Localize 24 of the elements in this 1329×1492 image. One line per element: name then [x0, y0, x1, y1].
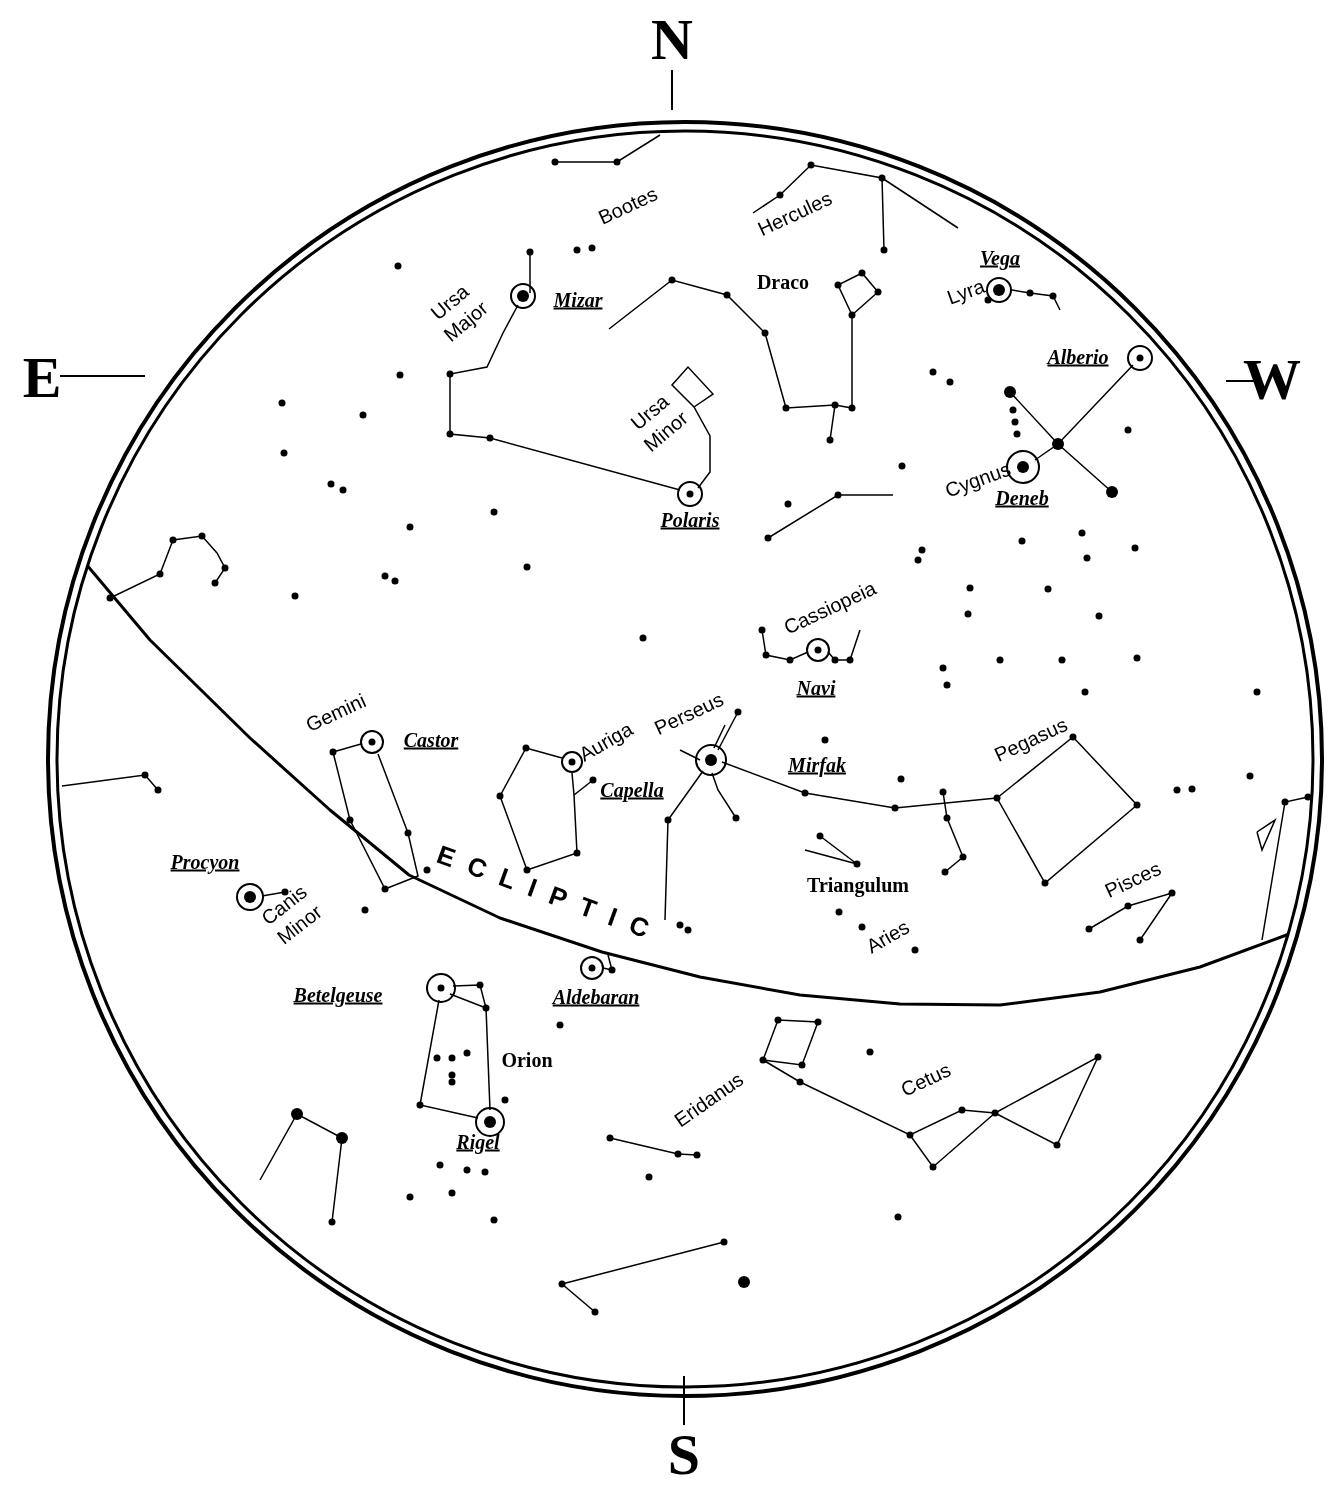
compass-letter: W [1243, 351, 1301, 409]
star-name: Castor [403, 727, 459, 753]
constellation-label: Lyra [943, 273, 989, 311]
star-name: Capella [600, 777, 664, 803]
constellation-label: Triangulum [807, 872, 909, 898]
constellation-label: Pisces [1101, 856, 1165, 904]
star-name: Aldebaran [552, 984, 640, 1010]
star-name: Mizar [553, 287, 603, 313]
constellation-label: Draco [756, 269, 810, 295]
compass-letter: S [667, 1426, 701, 1484]
star-name: Alberio [1047, 344, 1109, 370]
star-name: Mirfak [788, 752, 846, 778]
compass-letter: E [22, 349, 62, 407]
star-name: Rigel [456, 1129, 500, 1155]
constellation-label: Orion [501, 1047, 553, 1073]
star-name: Navi [796, 675, 836, 701]
constellation-label: Bootes [594, 181, 662, 231]
star-name: Polaris [660, 507, 720, 533]
compass-letter: N [651, 11, 693, 69]
star-name: Betelgeuse [293, 982, 383, 1008]
constellation-label: Cetus [897, 1057, 955, 1103]
star-name: Vega [980, 245, 1020, 271]
star-name: Procyon [170, 849, 240, 875]
constellation-label: Aries [862, 914, 914, 960]
